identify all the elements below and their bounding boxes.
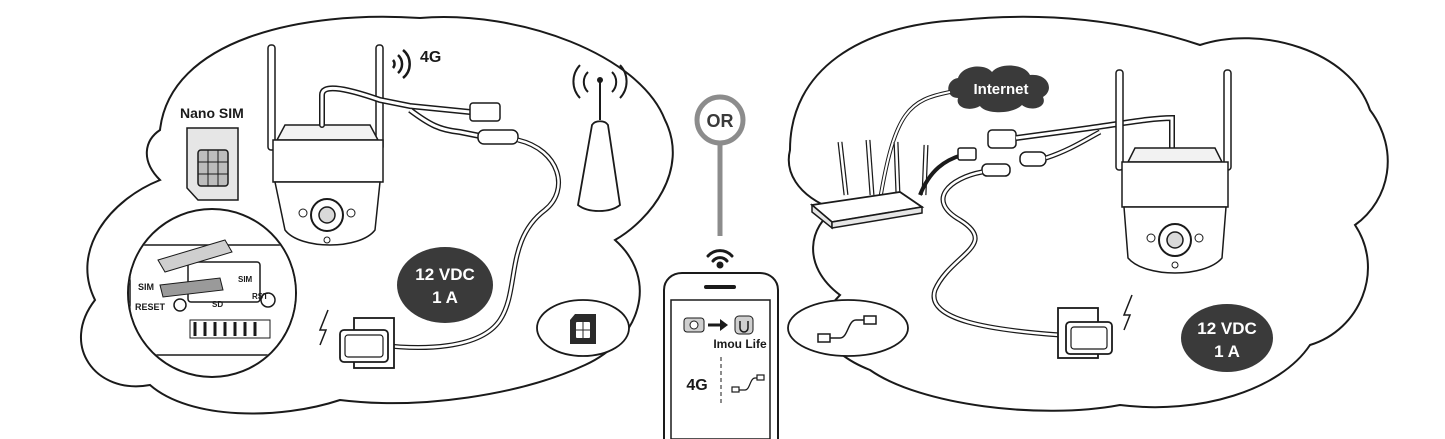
network-4g-label: 4G [420,49,441,66]
power-adapter-left-icon [339,317,395,369]
imou-app-icon [734,315,754,335]
app-name-label: Imou Life [713,337,767,351]
power-spec-right-line2: 1 A [1214,342,1240,361]
power-spec-bubble-left: 12 VDC 1 A [397,247,493,323]
right-scene: Internet [787,15,1389,412]
power-adapter-right-icon [1057,307,1113,359]
lightning-icon-right [1122,294,1133,331]
power-spec-bubble-right: 12 VDC 1 A [1181,304,1273,372]
slot-label-reset: RESET [135,302,166,312]
router-icon [809,139,929,230]
slot-label-sim-left: SIM [138,282,154,292]
power-spec-left-line1: 12 VDC [415,265,475,284]
internet-label: Internet [973,81,1028,98]
arrow-right-icon [708,319,728,331]
nano-sim-card-icon [186,127,239,201]
camera-wired-icon [1115,69,1232,274]
slot-label-sim-right: SIM [238,275,253,284]
power-spec-right-line1: 12 VDC [1197,319,1257,338]
camera-4g-icon [267,44,384,246]
lightning-icon [318,309,329,346]
sim-mode-oval [536,299,630,357]
slot-label-sd: SD [212,300,223,309]
ethernet-cable-icon [817,315,877,343]
or-label: OR [707,111,734,131]
signal-icon [391,49,411,79]
center-scene: OR Imou Life [663,94,779,439]
phone-mode-4g-label: 4G [686,377,707,394]
nano-sim-label: Nano SIM [180,105,244,121]
ethernet-mode-oval [787,299,909,357]
smartphone-icon: Imou Life 4G [663,272,779,439]
ethernet-icon [731,374,765,393]
slot-label-rst: RST [252,292,268,301]
or-circle [694,94,746,146]
sim-slot-detail-inset: SIM RESET SIM SD RST [127,208,297,378]
power-spec-left-line2: 1 A [432,288,458,307]
internet-cloud-bubble: Internet [948,65,1049,113]
wifi-icon [706,249,734,269]
camera-app-icon [683,317,705,333]
left-scene: Nano SIM 4G [79,15,674,415]
cell-tower-icon [572,64,628,212]
